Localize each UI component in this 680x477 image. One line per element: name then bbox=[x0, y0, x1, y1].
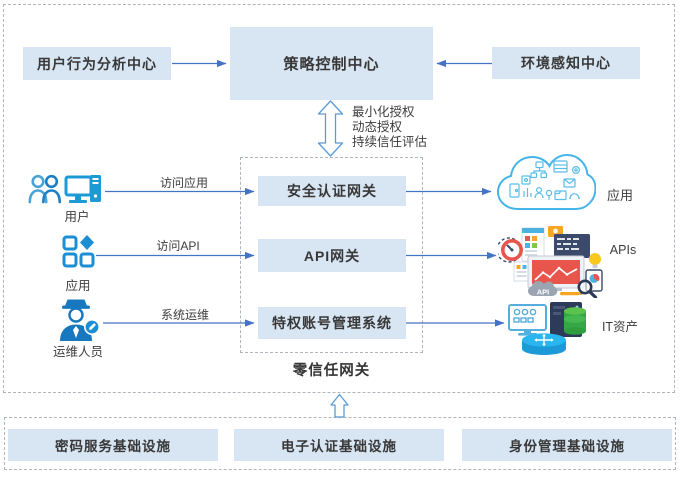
environment-awareness-box: 环境感知中心 bbox=[492, 47, 640, 79]
ops-label: 运维人员 bbox=[52, 345, 103, 359]
policy-label-continuous-trust: 持续信任评估 bbox=[352, 135, 428, 149]
e-auth-infrastructure-box: 电子认证基础设施 bbox=[234, 429, 444, 461]
database-cylinder bbox=[564, 307, 586, 335]
magnifier-icon bbox=[577, 279, 593, 295]
resource-apps-label: 应用 bbox=[606, 188, 633, 203]
dark-panel-rows bbox=[557, 238, 579, 250]
policy-control-center-box: 策略控制中心 bbox=[230, 27, 433, 100]
resource-it-assets-label: IT资产 bbox=[601, 320, 639, 334]
small-panel-rows bbox=[516, 265, 527, 277]
pam-system-box: 特权账号管理系统 bbox=[258, 307, 406, 339]
crypto-service-infrastructure-box: 密码服务基础设施 bbox=[8, 429, 218, 461]
users-label: 用户 bbox=[64, 210, 90, 224]
apis-illustration-icon: API bbox=[498, 226, 603, 298]
api-gateway-box: API网关 bbox=[258, 239, 406, 272]
cloud-app-glyphs bbox=[509, 160, 580, 201]
users-icon bbox=[28, 174, 101, 204]
router-cylinder bbox=[522, 333, 566, 355]
policy-label-minimal-authorization: 最小化授权 bbox=[352, 105, 415, 119]
application-cloud-icon bbox=[496, 153, 596, 210]
secure-auth-gateway-box: 安全认证网关 bbox=[258, 176, 406, 206]
router-arrow-tips bbox=[534, 333, 554, 347]
ops-person-icon bbox=[60, 299, 100, 341]
apps-icon bbox=[62, 235, 95, 268]
flow-label-system-ops: 系统运维 bbox=[160, 308, 209, 322]
zero-trust-gateway-label: 零信任网关 bbox=[292, 363, 371, 379]
computer-icon bbox=[64, 175, 101, 203]
up-arrow bbox=[330, 393, 349, 418]
user-behavior-analysis-box: 用户行为分析中心 bbox=[23, 47, 171, 80]
api-cloud-badge: API bbox=[528, 281, 558, 297]
main-diagram-container bbox=[3, 4, 675, 393]
router-cross-arrows bbox=[536, 335, 552, 345]
it-assets-icon bbox=[508, 302, 586, 355]
resource-apis-label: APIs bbox=[609, 243, 637, 257]
panel-tiles bbox=[525, 236, 537, 256]
policy-arrow-labels: 最小化授权 动态授权 持续信任评估 bbox=[352, 105, 427, 150]
flow-label-access-app: 访问应用 bbox=[159, 176, 208, 190]
chart-dots bbox=[541, 266, 569, 279]
monitor-details bbox=[513, 308, 537, 323]
policy-label-dynamic-authorization: 动态授权 bbox=[352, 120, 403, 134]
identity-mgmt-infrastructure-box: 身份管理基础设施 bbox=[462, 429, 672, 461]
flow-label-access-api: 访问API bbox=[156, 239, 200, 253]
api-badge-text: API bbox=[537, 288, 550, 297]
wrench-badge-icon bbox=[83, 318, 100, 335]
apps-label: 应用 bbox=[65, 279, 91, 293]
